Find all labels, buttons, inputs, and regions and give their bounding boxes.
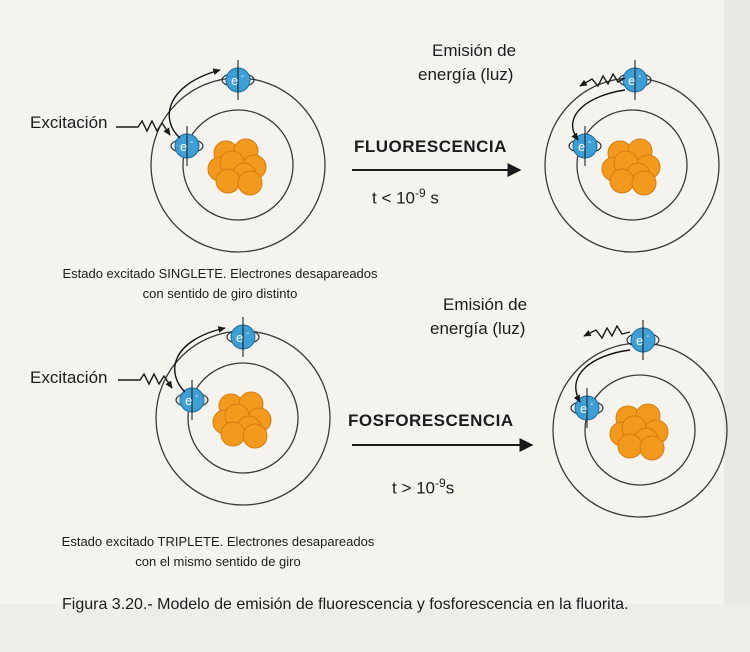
electron: e- (226, 317, 260, 357)
electron: e- (570, 388, 604, 428)
nucleus-particle (631, 170, 657, 196)
singlet-caption: Estado excitado SINGLETE. Electrones des… (60, 264, 380, 304)
electron-charge: - (638, 71, 641, 82)
triplet-caption-line-1: Estado excitado TRIPLETE. Electrones des… (61, 534, 375, 549)
triplet-caption: Estado excitado TRIPLETE. Electrones des… (58, 532, 378, 572)
electron-charge: - (646, 331, 649, 342)
electron: e- (170, 126, 204, 166)
emission-photon-top (579, 72, 626, 88)
relaxation-transition (571, 89, 626, 141)
nucleus-particle (242, 423, 268, 449)
excitation-label-top: Excitación (30, 113, 108, 132)
singlet-caption-line-1: Estado excitado SINGLETE. Electrones des… (62, 266, 378, 281)
fluorescence-label: FLUORESCENCIA (354, 137, 507, 156)
atom-singlet-excited: e-e- (150, 60, 326, 253)
electron: e- (618, 60, 652, 100)
excitation-transition (174, 326, 226, 393)
time-label-bottom: t > 10-9s (392, 476, 454, 499)
atom-after-phosphorescence: e-e- (552, 320, 728, 518)
electron-charge: - (190, 137, 193, 148)
electron-label: e (636, 333, 643, 348)
excitation-photon-top (116, 119, 171, 136)
electron: e- (626, 320, 660, 360)
time-unit: s (425, 188, 439, 208)
electron-charge: - (590, 399, 593, 410)
emission-label-bottom-2: energía (luz) (430, 319, 526, 338)
singlet-caption-line-2: con sentido de giro distinto (142, 286, 298, 301)
time-unit: s (445, 478, 455, 498)
electron: e- (568, 126, 602, 166)
inner-orbit (182, 109, 294, 221)
excitation-photon-bottom (118, 372, 173, 389)
time-exponent: -9 (415, 186, 426, 200)
nucleus-particle (617, 433, 643, 459)
atom-triplet-excited: e-e- (155, 317, 331, 506)
time-exponent: -9 (435, 476, 446, 490)
excitation-transition (168, 68, 221, 139)
nucleus-particle (215, 168, 241, 194)
nucleus-particle (237, 170, 263, 196)
electron-charge: - (195, 391, 198, 402)
time-label-top: t < 10-9 s (372, 186, 439, 209)
atom-after-fluorescence: e-e- (544, 60, 720, 253)
electron-label: e (231, 73, 238, 88)
emission-label-bottom-1: Emisión de (443, 295, 528, 314)
electron-label: e (578, 139, 585, 154)
electron-charge: - (588, 137, 591, 148)
nucleus (609, 403, 669, 461)
emission-label-top-2: energía (luz) (418, 65, 514, 84)
emission-photon-bottom (583, 324, 631, 340)
electron: e- (221, 60, 255, 100)
electron-label: e (628, 73, 635, 88)
inner-orbit (187, 362, 299, 474)
emission-label-top-1: Emisión de (432, 41, 517, 60)
nucleus (601, 138, 661, 196)
relaxation-transition (573, 349, 631, 403)
nucleus (212, 391, 272, 449)
electron-label: e (236, 330, 243, 345)
electron-charge: - (241, 71, 244, 82)
nucleus-particle (609, 168, 635, 194)
electron-charge: - (246, 328, 249, 339)
electron-label: e (580, 401, 587, 416)
phosphorescence-label: FOSFORESCENCIA (348, 411, 514, 430)
inner-orbit (584, 374, 696, 486)
figure-caption: Figura 3.20.- Modelo de emisión de fluor… (62, 596, 629, 613)
electron: e- (175, 380, 209, 420)
time-prefix: t < 10 (372, 188, 416, 208)
electron-label: e (180, 139, 187, 154)
page-edge-shadow (724, 0, 750, 652)
triplet-caption-line-2: con el mismo sentido de giro (135, 554, 301, 569)
nucleus (207, 138, 267, 196)
nucleus-particle (639, 435, 665, 461)
electron-label: e (185, 393, 192, 408)
nucleus-particle (220, 421, 246, 447)
excitation-label-bottom: Excitación (30, 368, 108, 387)
inner-orbit (576, 109, 688, 221)
caption-band (0, 604, 750, 652)
time-prefix: t > 10 (392, 478, 436, 498)
